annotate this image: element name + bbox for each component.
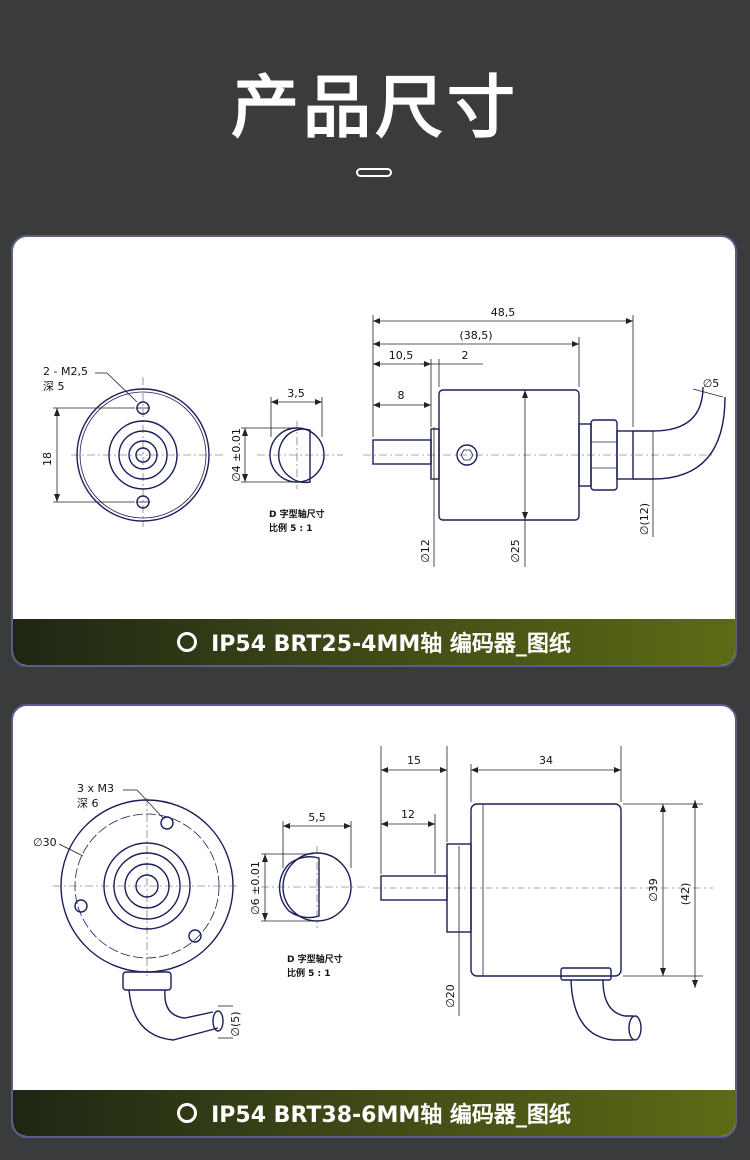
caption-text: IP54 BRT38-6MM轴 编码器_图纸 xyxy=(211,1103,571,1128)
dim-2-label: 2 xyxy=(462,349,469,362)
drawing-caption-brt25: IP54 BRT25-4MM轴 编码器_图纸 xyxy=(13,619,735,665)
technical-drawing-brt38: ∅(5) 3 x M3 深 6 ∅30 5,5 ∅6 ± xyxy=(33,746,713,1041)
drawing-panel-brt25: 18 2 - M2,5 深 5 3,5 ∅4 ±0.0 xyxy=(11,235,737,667)
circle-bullet-icon xyxy=(177,632,198,652)
drawing-panel-brt38: ∅(5) 3 x M3 深 6 ∅30 5,5 ∅6 ± xyxy=(11,704,737,1138)
dim-42-label: (42) xyxy=(679,883,692,906)
hole-spec-line2: 深 6 xyxy=(77,797,99,810)
circle-bullet-icon xyxy=(177,1103,198,1123)
front-view: 18 2 - M2,5 深 5 xyxy=(41,365,225,527)
side-view: 15 34 12 ∅39 (42) ∅20 xyxy=(373,746,713,1041)
shaft-note-line2: 比例 5 : 1 xyxy=(269,522,313,534)
hole-spec-line1: 3 x M3 xyxy=(77,782,114,795)
dim-phi4-label: ∅4 ±0.01 xyxy=(230,428,243,482)
caption-text: IP54 BRT25-4MM轴 编码器_图纸 xyxy=(211,632,571,657)
front-view: ∅(5) 3 x M3 深 6 ∅30 xyxy=(33,782,242,1041)
dim-phi5-paren-label: ∅(5) xyxy=(229,1011,242,1036)
side-view: 48,5 (38,5) 10,5 2 8 ∅5 ∅12 xyxy=(363,306,726,567)
dim-10-5-label: 10,5 xyxy=(389,349,414,362)
hole-spec-line1: 2 - M2,5 xyxy=(43,365,88,378)
dim-15-label: 15 xyxy=(407,754,421,767)
d-shaft-detail: 5,5 ∅6 ±0.01 D 字型轴尺寸 比例 5 : 1 xyxy=(249,811,369,979)
shaft-note-line1: D 字型轴尺寸 xyxy=(287,953,343,965)
dim-18-label: 18 xyxy=(41,452,54,466)
dim-phi20-label: ∅20 xyxy=(444,984,457,1008)
drawing-caption-brt38: IP54 BRT38-6MM轴 编码器_图纸 xyxy=(13,1090,735,1136)
dim-phi12-label: ∅12 xyxy=(419,539,432,563)
title-underline-decoration xyxy=(356,168,392,177)
page-title: 产品尺寸 xyxy=(230,69,519,148)
technical-drawing-brt25: 18 2 - M2,5 深 5 3,5 ∅4 ±0.0 xyxy=(41,306,726,567)
d-shaft-detail: 3,5 ∅4 ±0.01 D 字型轴尺寸 比例 5 : 1 xyxy=(230,387,343,534)
dim-48-5-label: 48,5 xyxy=(491,306,516,319)
shaft-note-line2: 比例 5 : 1 xyxy=(287,967,331,979)
dim-3-5-label: 3,5 xyxy=(287,387,305,400)
shaft-note-line1: D 字型轴尺寸 xyxy=(269,508,325,520)
dim-phi25-label: ∅25 xyxy=(509,539,522,563)
dim-phi12-paren-label: ∅(12) xyxy=(638,503,651,535)
dim-5-5-label: 5,5 xyxy=(308,811,326,824)
dim-phi39-label: ∅39 xyxy=(647,878,660,902)
dim-34-label: 34 xyxy=(539,754,553,767)
hole-spec-line2: 深 5 xyxy=(43,380,65,393)
dim-8-label: 8 xyxy=(398,389,405,402)
dim-phi5-label: ∅5 xyxy=(703,377,720,390)
dim-12-label: 12 xyxy=(401,808,415,821)
dim-38-5-label: (38,5) xyxy=(459,329,492,342)
dim-phi6-label: ∅6 ±0.01 xyxy=(249,861,262,915)
dim-phi30-label: ∅30 xyxy=(33,836,57,849)
